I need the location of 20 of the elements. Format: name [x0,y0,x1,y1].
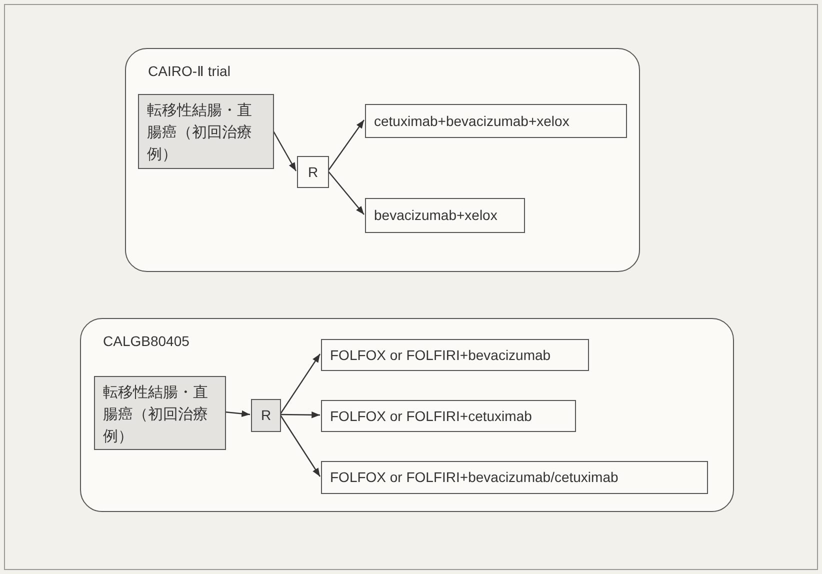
arrow [280,414,320,477]
patient-box: 転移性結腸・直腸癌（初回治療例） [94,376,226,450]
randomization-box: R [251,399,281,432]
treatment-arm-box: bevacizumab+xelox [365,198,525,233]
randomization-box: R [297,156,329,188]
trial-panel [80,318,734,512]
treatment-arm-box: cetuximab+bevacizumab+xelox [365,104,627,138]
arrow [280,354,320,415]
trial-panel [125,48,640,272]
trial-name: CALGB80405 [103,333,190,349]
treatment-arm-box: FOLFOX or FOLFIRI+bevacizumab/cetuximab [321,461,708,494]
arrow [280,412,320,418]
treatment-arm-box: FOLFOX or FOLFIRI+cetuximab [321,400,576,432]
trial-name: CAIRO-Ⅱ trial [148,63,230,79]
arrow [224,410,250,417]
arrow [328,170,364,215]
patient-box: 転移性結腸・直腸癌（初回治療例） [138,94,274,169]
treatment-arm-box: FOLFOX or FOLFIRI+bevacizumab [321,339,589,371]
arrow [272,130,297,172]
arrow [328,120,364,172]
